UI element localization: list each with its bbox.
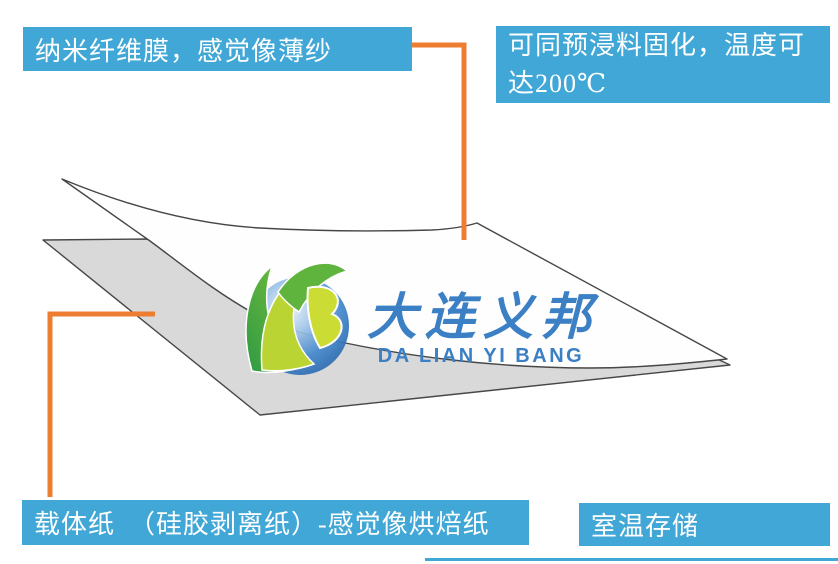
logo-en-text: DA LIAN YI BANG (378, 345, 584, 367)
logo-b-mark-icon (306, 285, 343, 350)
connector-carrier-line (47, 311, 155, 497)
connector-membrane-line (412, 42, 467, 240)
callout-storage-label: 室温存储 (579, 503, 830, 546)
callout-cure-label: 可同预浸料固化，温度可达200℃ (496, 26, 830, 103)
logo-cn-text: 大连义邦 (367, 289, 600, 345)
callout-membrane-label: 纳米纤维膜，感觉像薄纱 (23, 27, 412, 71)
callout-carrier-label: 载体纸 （硅胶剥离纸）-感觉像烘焙纸 (22, 500, 529, 545)
logo: 大连义邦 DA LIAN YI BANG (245, 262, 600, 375)
bottom-accent-line (425, 558, 838, 561)
